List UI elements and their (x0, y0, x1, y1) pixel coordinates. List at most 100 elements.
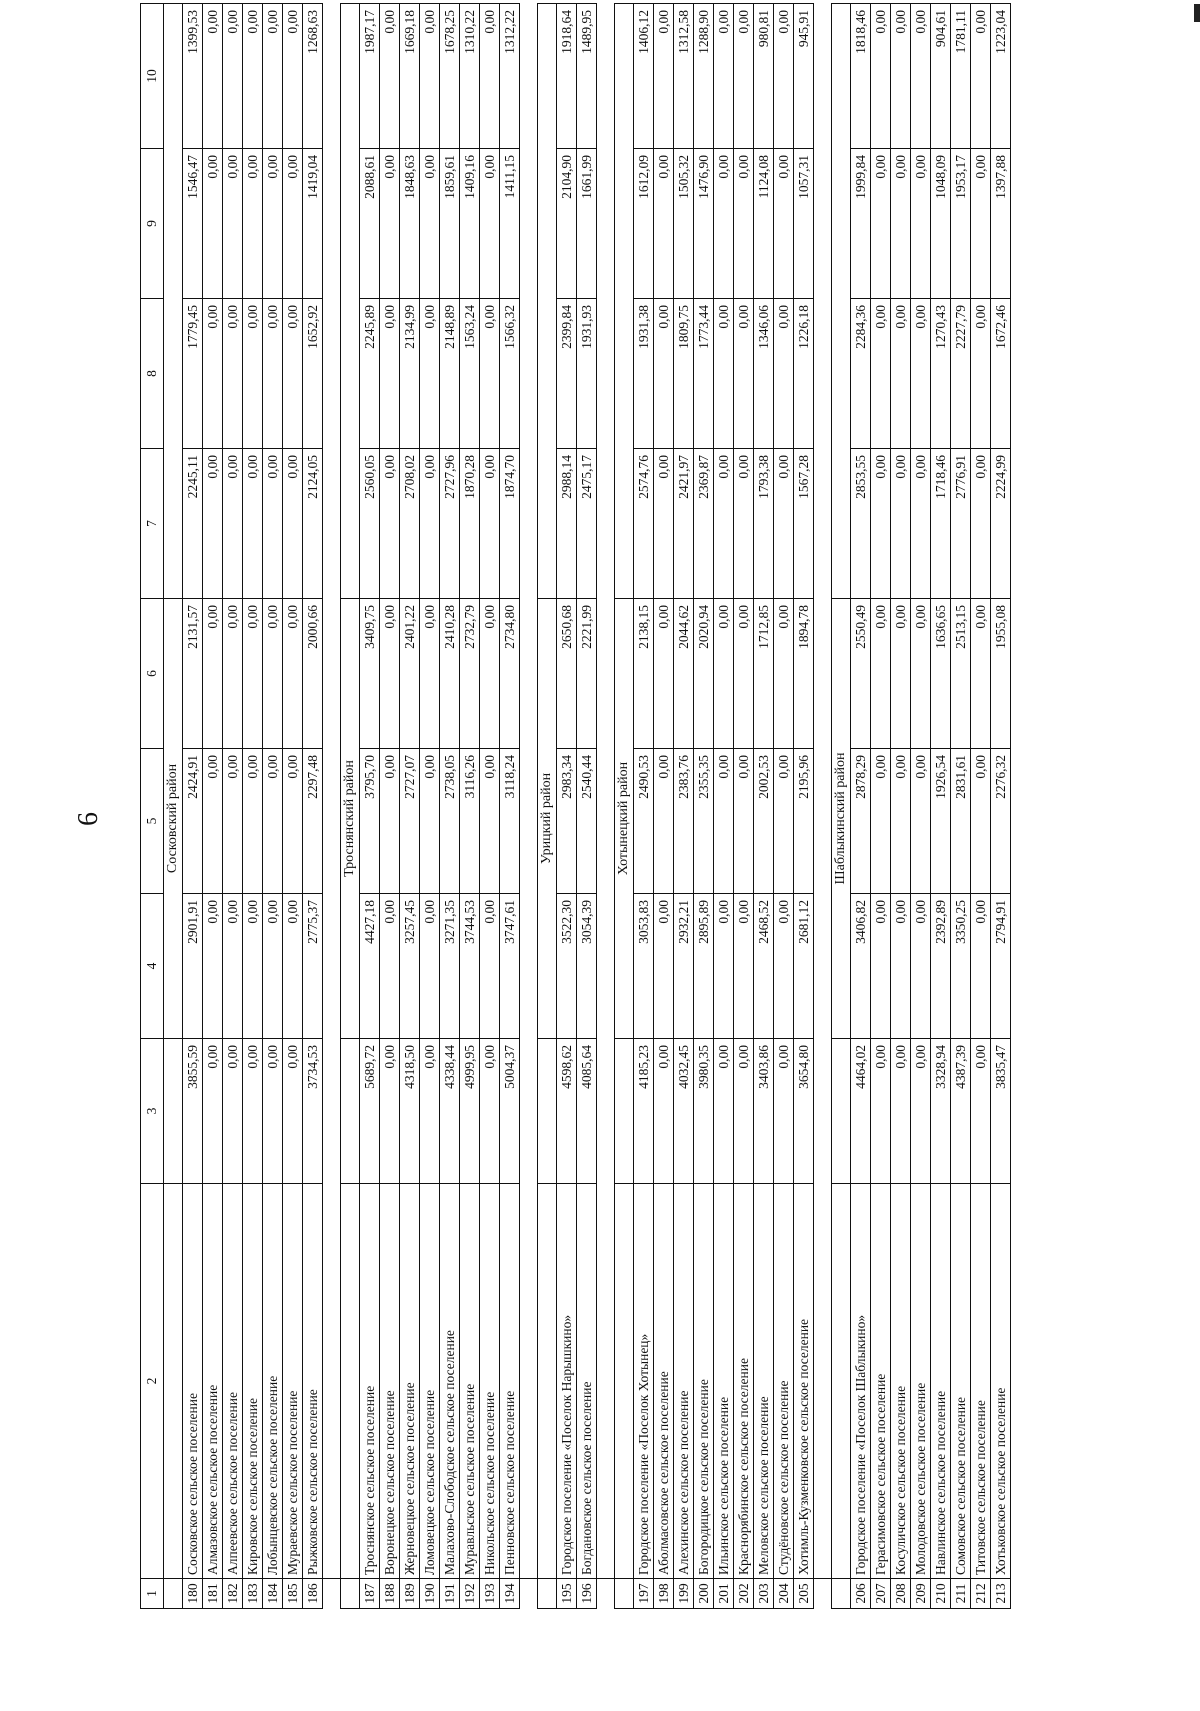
row-number: 201 (713, 1578, 734, 1609)
value-cell: 0,00 (713, 3, 734, 149)
settlement-name: Косуличское сельское поселение (890, 1183, 911, 1579)
settlement-name: Богородицкое сельское поселение (693, 1183, 714, 1579)
district-spacer (614, 1578, 634, 1609)
row-number: 206 (850, 1578, 871, 1609)
value-cell: 1270,43 (930, 298, 951, 449)
value-cell: 1926,54 (930, 748, 951, 894)
value-cell: 0,00 (222, 3, 243, 149)
value-cell: 0,00 (379, 598, 400, 749)
value-cell: 0,00 (202, 148, 223, 299)
settlement-name: Краснорябинское сельское поселение (733, 1183, 754, 1579)
value-cell: 2245,11 (182, 448, 203, 599)
settlement-name: Никольское сельское поселение (479, 1183, 500, 1579)
value-cell: 2355,35 (693, 748, 714, 894)
row-number: 181 (202, 1578, 223, 1609)
district-spacer (340, 1578, 360, 1609)
value-cell: 0,00 (479, 893, 500, 1039)
value-cell: 0,00 (479, 298, 500, 449)
value-cell: 2776,91 (950, 448, 971, 599)
header-cell: 9 (140, 148, 164, 299)
value-cell: 2002,53 (753, 748, 774, 894)
value-cell: 4032,45 (673, 1038, 694, 1184)
value-cell: 2475,17 (576, 448, 597, 599)
gap-cell (814, 4, 832, 1579)
value-cell: 0,00 (870, 448, 891, 599)
value-cell: 0,00 (419, 3, 440, 149)
district-label: Хотынецкий район (614, 598, 634, 1039)
value-cell: 4598,62 (556, 1038, 577, 1184)
value-cell: 0,00 (262, 893, 283, 1039)
value-cell: 0,00 (379, 893, 400, 1039)
district-row: Шаблыкинский район (831, 3, 851, 1609)
row-number: 187 (359, 1578, 380, 1609)
district-spacer (831, 1038, 851, 1184)
value-cell: 1818,46 (850, 3, 871, 149)
value-cell: 1678,25 (439, 3, 460, 149)
value-cell: 0,00 (870, 298, 891, 449)
value-cell: 0,00 (910, 748, 931, 894)
value-cell: 1312,22 (499, 3, 520, 149)
header-cell: 2 (140, 1183, 164, 1579)
value-cell: 0,00 (479, 598, 500, 749)
settlement-name: Навлинское сельское поселение (930, 1183, 951, 1579)
value-cell: 2574,76 (633, 448, 654, 599)
settlement-name: Городское поселение «Поселок Нарышкино» (556, 1183, 577, 1579)
district-row: Троснянский район (340, 3, 360, 1609)
value-cell: 2044,62 (673, 598, 694, 749)
value-cell: 0,00 (733, 598, 754, 749)
district-spacer (614, 1038, 634, 1184)
value-cell: 0,00 (222, 893, 243, 1039)
settlement-name: Ломовецкое сельское поселение (419, 1183, 440, 1579)
value-cell: 0,00 (733, 3, 754, 149)
value-cell: 0,00 (479, 748, 500, 894)
value-cell: 2245,89 (359, 298, 380, 449)
value-cell: 2983,34 (556, 748, 577, 894)
value-cell: 2738,05 (439, 748, 460, 894)
value-cell: 1419,04 (302, 148, 323, 299)
district-label: Урицкий район (537, 598, 557, 1039)
value-cell: 3744,53 (459, 893, 480, 1039)
value-cell: 1636,65 (930, 598, 951, 749)
value-cell: 904,61 (930, 3, 951, 149)
value-cell: 0,00 (910, 893, 931, 1039)
value-cell: 2284,36 (850, 298, 871, 449)
settlement-name: Алехинское сельское поселение (673, 1183, 694, 1579)
gap-cell (322, 1578, 341, 1609)
value-cell: 1953,17 (950, 148, 971, 299)
value-cell: 0,00 (970, 1038, 991, 1184)
value-cell: 0,00 (379, 148, 400, 299)
district-spacer (831, 1183, 851, 1579)
value-cell: 0,00 (870, 598, 891, 749)
value-cell: 2490,53 (633, 748, 654, 894)
value-cell: 2392,89 (930, 893, 951, 1039)
value-cell: 2399,84 (556, 298, 577, 449)
value-cell: 0,00 (479, 3, 500, 149)
value-cell: 0,00 (773, 3, 794, 149)
value-cell: 1669,18 (399, 3, 420, 149)
row-number: 203 (753, 1578, 774, 1609)
settlement-name: Богдановское сельское поселение (576, 1183, 597, 1579)
value-cell: 980,81 (753, 3, 774, 149)
value-cell: 0,00 (282, 298, 303, 449)
value-cell: 3118,24 (499, 748, 520, 894)
district-row: Хотынецкий район (614, 3, 634, 1609)
value-cell: 4387,39 (950, 1038, 971, 1184)
value-cell: 2708,02 (399, 448, 420, 599)
value-cell: 1399,53 (182, 3, 203, 149)
value-cell: 1546,47 (182, 148, 203, 299)
value-cell: 3257,45 (399, 893, 420, 1039)
row-number: 189 (399, 1578, 420, 1609)
value-cell: 2650,68 (556, 598, 577, 749)
value-cell: 2560,05 (359, 448, 380, 599)
value-cell: 2224,99 (990, 448, 1011, 599)
value-cell: 0,00 (222, 298, 243, 449)
